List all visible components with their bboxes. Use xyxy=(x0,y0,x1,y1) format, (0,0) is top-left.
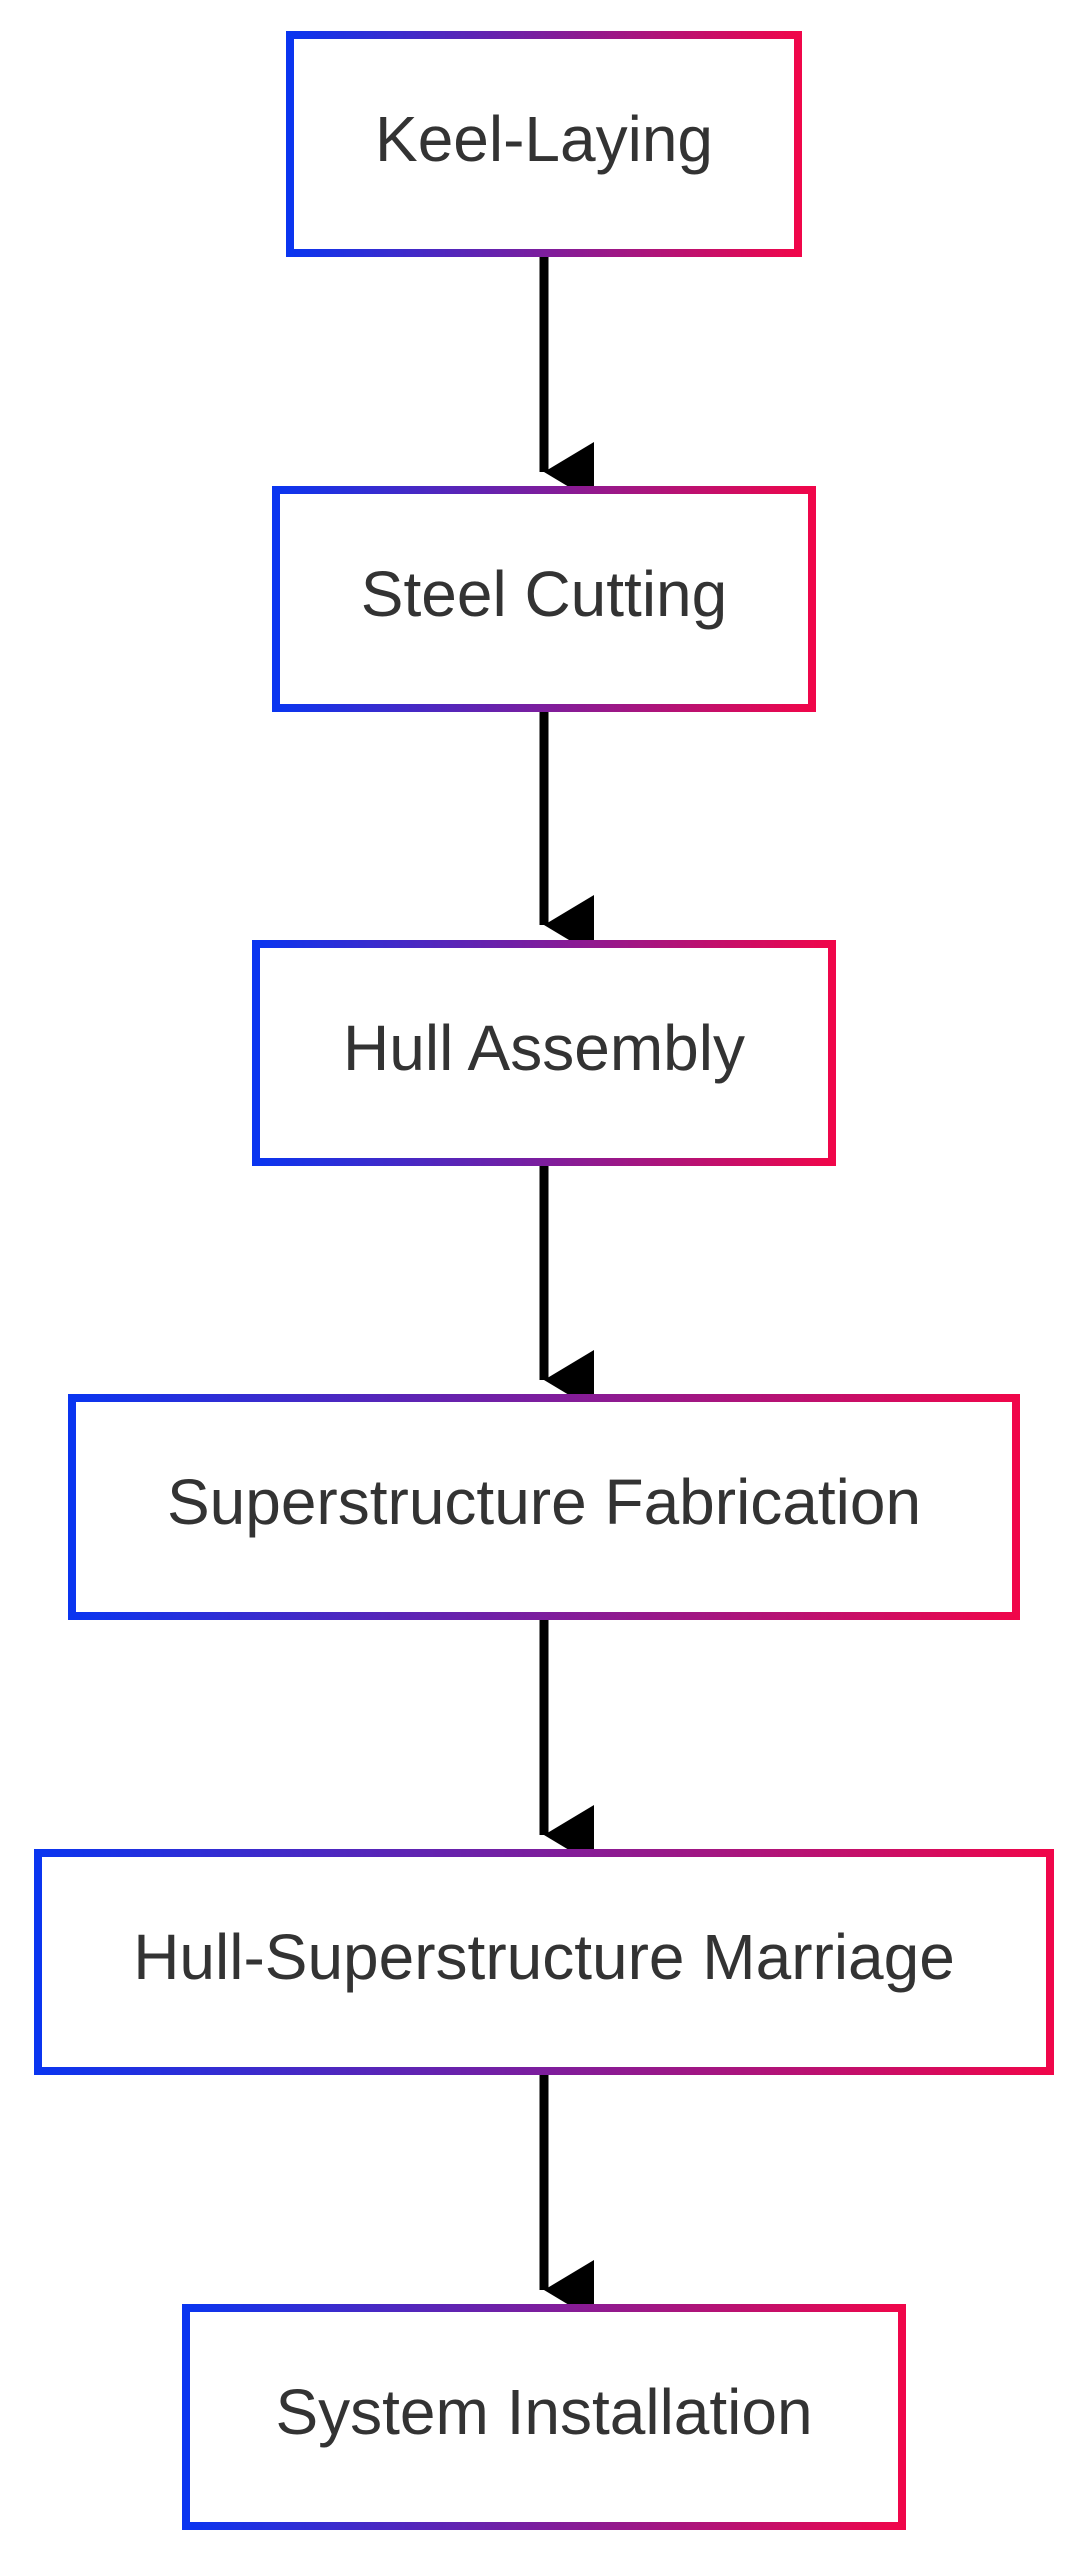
node-box xyxy=(252,940,836,1166)
node-superstructure-fabrication[interactable]: Superstructure Fabrication xyxy=(68,1394,1020,1620)
node-hull-superstructure-marriage[interactable]: Hull-Superstructure Marriage xyxy=(34,1849,1054,2075)
node-box xyxy=(272,486,816,712)
node-box xyxy=(34,1849,1054,2075)
node-label: Steel Cutting xyxy=(361,558,727,630)
node-keel-laying[interactable]: Keel-Laying xyxy=(286,31,802,257)
node-label: Superstructure Fabrication xyxy=(167,1466,921,1538)
node-steel-cutting[interactable]: Steel Cutting xyxy=(272,486,816,712)
node-label: Keel-Laying xyxy=(375,103,713,175)
node-label: Hull-Superstructure Marriage xyxy=(133,1921,955,1993)
node-box xyxy=(182,2304,906,2530)
node-box xyxy=(286,31,802,257)
node-label: Hull Assembly xyxy=(343,1012,745,1084)
node-box xyxy=(68,1394,1020,1620)
node-hull-assembly[interactable]: Hull Assembly xyxy=(252,940,836,1166)
node-label: System Installation xyxy=(275,2376,812,2448)
node-system-installation[interactable]: System Installation xyxy=(182,2304,906,2530)
